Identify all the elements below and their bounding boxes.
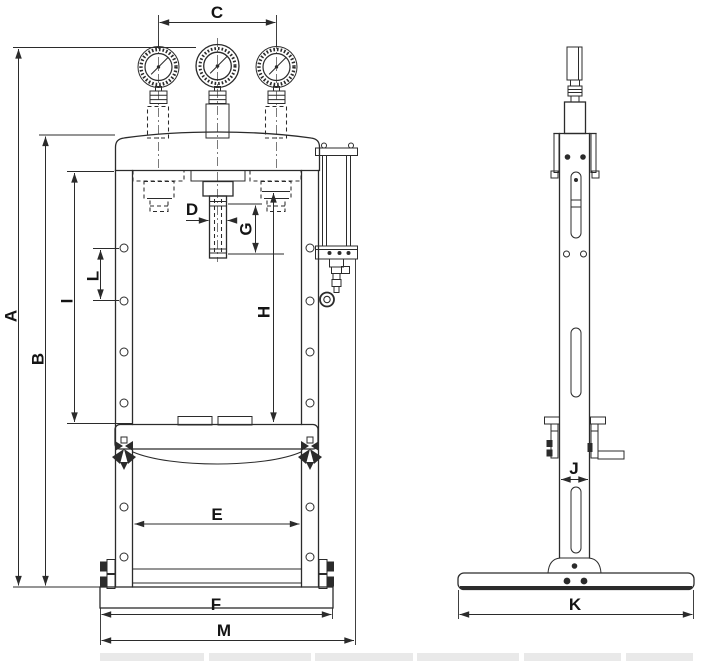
front-view: A B I L C D G H E F M [2, 3, 358, 645]
pressure-gauge-center [195, 43, 240, 104]
gauge-ports [146, 103, 288, 139]
wing-nut-left [112, 436, 136, 470]
dim-label-m: M [217, 621, 231, 640]
dim-label-h: H [255, 306, 274, 318]
frame-columns [114, 169, 320, 588]
side-column-head [550, 132, 600, 179]
cropped-table-band [100, 653, 693, 661]
side-base-foot [457, 557, 695, 591]
head-beam [114, 131, 321, 172]
dim-label-k: K [569, 595, 582, 614]
dimensions-front: A B I L C D G H E F M [2, 3, 356, 645]
side-view: J K [457, 46, 695, 619]
dim-label-a: A [2, 310, 21, 322]
hand-pump-assembly [315, 142, 358, 308]
dim-label-j: J [569, 459, 578, 478]
main-cylinder-ram [202, 180, 234, 259]
base-plate [99, 586, 334, 609]
dim-label-g: G [237, 222, 256, 235]
work-table [114, 416, 319, 465]
dimensions-side: J K [458, 459, 694, 619]
side-cylinder-left [143, 180, 175, 213]
pump-handle-ring [319, 291, 335, 308]
anchor-bolts-left [100, 559, 116, 589]
dim-label-l: L [84, 271, 103, 281]
lower-cross-brace [132, 568, 302, 584]
column-pin-holes [119, 243, 315, 562]
table-lift-cable [132, 451, 302, 465]
side-cylinder-body [563, 101, 587, 135]
side-table-bracket [544, 416, 625, 460]
side-cylinder-right [260, 180, 292, 213]
dim-label-e: E [211, 505, 222, 524]
cylinder-mount-plates [132, 169, 302, 182]
dim-label-c: C [211, 3, 223, 22]
anchor-bolts-right [318, 559, 334, 589]
pressure-gauge-left [137, 46, 180, 104]
dim-label-b: B [29, 353, 48, 365]
dim-label-d: D [186, 200, 198, 219]
wing-nut-right [298, 436, 322, 470]
pressure-gauge-right [255, 46, 298, 104]
dim-label-f: F [211, 595, 221, 614]
dim-label-i: I [58, 299, 77, 304]
pump-handle-socket [597, 450, 625, 460]
side-gauge [566, 46, 583, 103]
side-column [558, 132, 591, 559]
